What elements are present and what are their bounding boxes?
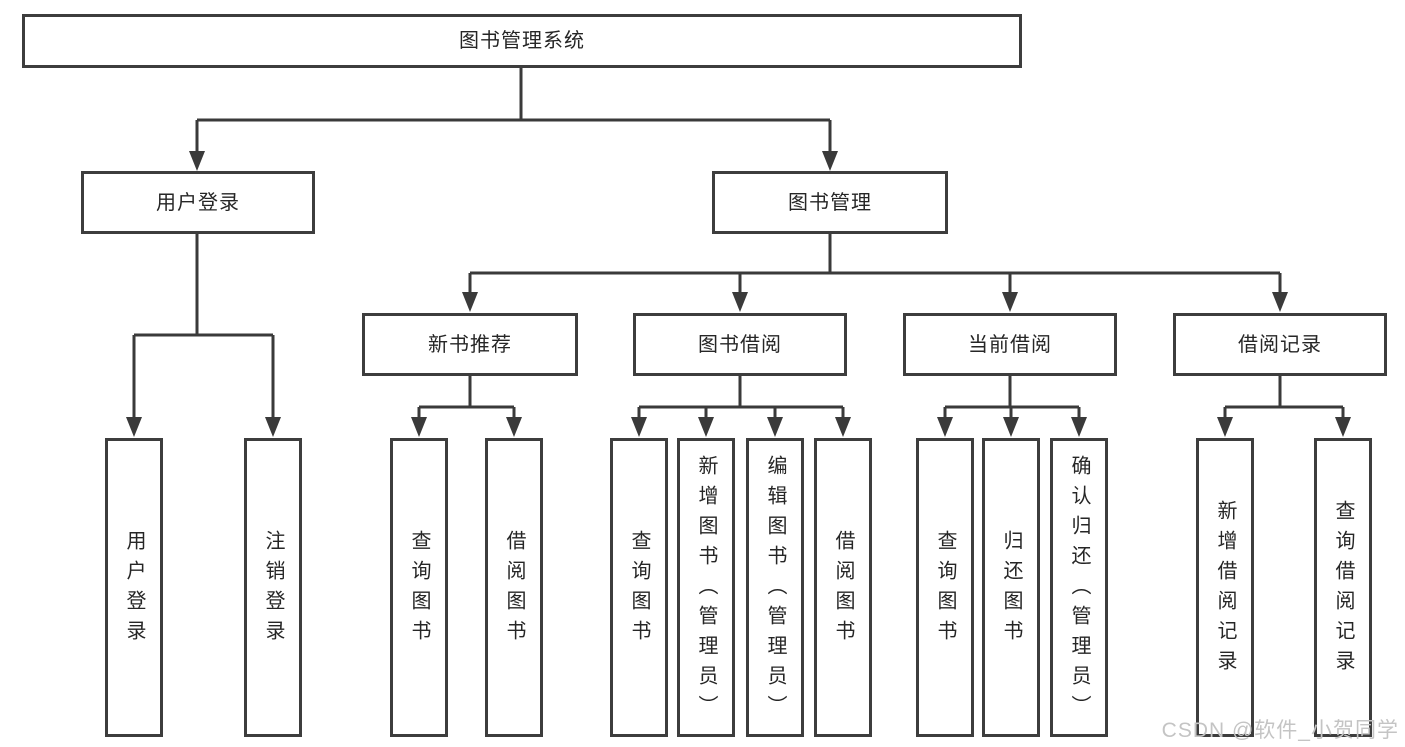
node-root: 图书管理系统 — [22, 14, 1022, 68]
leaf-add-book-admin: 新增图书（管理员） — [677, 438, 735, 737]
leaf-query-borrow-record: 查询借阅记录 — [1314, 438, 1372, 737]
leaf-query-book-current: 查询图书 — [916, 438, 974, 737]
leaf-edit-book-admin: 编辑图书（管理员） — [746, 438, 804, 737]
leaf-return-book: 归还图书 — [982, 438, 1040, 737]
csdn-watermark: CSDN @软件_小贺同学 — [1161, 719, 1399, 742]
leaf-borrow-book: 借阅图书 — [814, 438, 872, 737]
leaf-logout: 注销登录 — [244, 438, 302, 737]
leaf-user-login: 用户登录 — [105, 438, 163, 737]
node-user-login: 用户登录 — [81, 171, 315, 234]
node-book-borrow: 图书借阅 — [633, 313, 847, 376]
node-borrow-record: 借阅记录 — [1173, 313, 1387, 376]
leaf-confirm-return-admin: 确认归还（管理员） — [1050, 438, 1108, 737]
leaf-query-book-recommend: 查询图书 — [390, 438, 448, 737]
leaf-add-borrow-record: 新增借阅记录 — [1196, 438, 1254, 737]
node-book-management: 图书管理 — [712, 171, 948, 234]
leaf-borrow-book-recommend: 借阅图书 — [485, 438, 543, 737]
leaf-query-book-borrow: 查询图书 — [610, 438, 668, 737]
node-current-borrow: 当前借阅 — [903, 313, 1117, 376]
node-new-book-recommend: 新书推荐 — [362, 313, 578, 376]
